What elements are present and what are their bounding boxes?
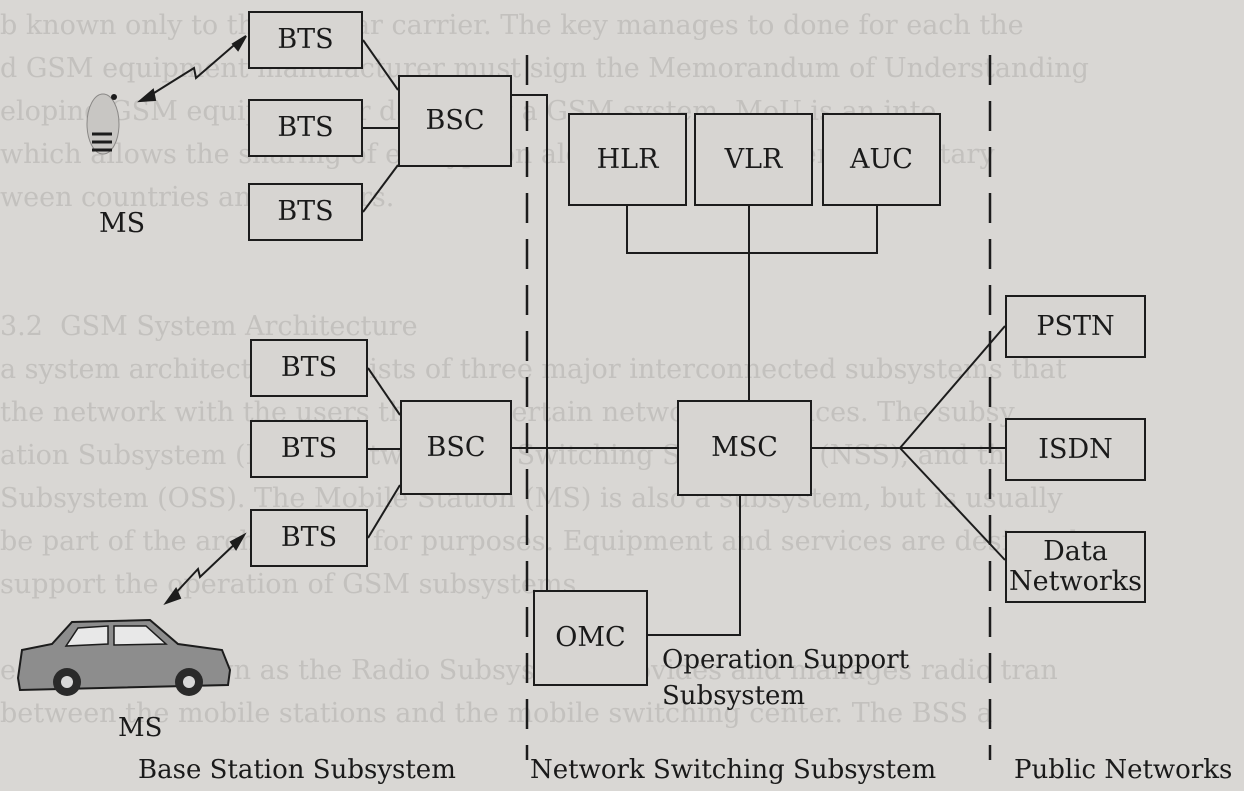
- link-hlr-auc: [626, 206, 878, 254]
- oss-label-line1: Operation Support: [662, 645, 910, 675]
- handheld-phone-icon: [86, 93, 120, 155]
- msc-box: MSC: [677, 400, 812, 496]
- bts-box: BTS: [248, 11, 363, 69]
- bts-box: BTS: [248, 99, 363, 157]
- oss-label-line2: Subsystem: [662, 681, 806, 711]
- link-fan-pstn: [899, 325, 1006, 449]
- bts-box: BTS: [248, 183, 363, 241]
- data-networks-label-line1: Data: [1043, 536, 1108, 567]
- bts-box: BTS: [250, 509, 368, 567]
- data-networks-label-line2: Networks: [1009, 566, 1142, 597]
- isdn-box: ISDN: [1005, 418, 1146, 481]
- bsc-box: BSC: [400, 400, 512, 495]
- radio-link-icon: [163, 532, 247, 606]
- bts-box: BTS: [250, 339, 368, 397]
- link-bts1-bsc1: [362, 39, 399, 91]
- vlr-box: VLR: [694, 113, 813, 206]
- ms-label-car: MS: [118, 713, 163, 743]
- link-bts6-bsc2: [367, 484, 401, 539]
- bss-title: Base Station Subsystem: [138, 755, 456, 785]
- background-text-line: d GSM equipment manufacturer must sign t…: [0, 53, 1089, 84]
- hlr-box: HLR: [568, 113, 687, 206]
- public-title: Public Networks: [1014, 755, 1233, 785]
- link-bts3-bsc1: [362, 164, 399, 213]
- bsc-box: BSC: [398, 75, 512, 167]
- pstn-box: PSTN: [1005, 295, 1146, 358]
- radio-link-icon: [137, 35, 247, 103]
- omc-box: OMC: [533, 590, 648, 686]
- car-icon: [16, 618, 232, 696]
- link-bsc1-msc: [512, 94, 548, 590]
- background-text-line: between the mobile stations and the mobi…: [0, 698, 993, 729]
- data-networks-box: Data Networks: [1005, 531, 1146, 603]
- background-text-line: support the operation of GSM subsystems.: [0, 569, 585, 600]
- ms-label-handheld: MS: [99, 208, 146, 239]
- nss-title: Network Switching Subsystem: [530, 755, 937, 785]
- bts-box: BTS: [250, 420, 368, 478]
- link-fan-data: [899, 447, 1006, 561]
- background-text-line: 3.2 GSM System Architecture: [0, 311, 418, 342]
- link-msc-omc: [648, 496, 741, 636]
- auc-box: AUC: [822, 113, 941, 206]
- link-bts4-bsc2: [367, 367, 401, 416]
